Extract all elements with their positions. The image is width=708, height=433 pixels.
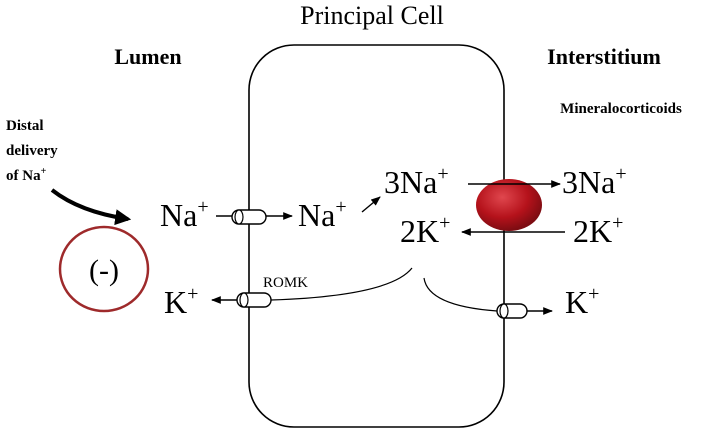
cell-membrane [248, 44, 505, 428]
negative-charge-label: (-) [89, 254, 119, 287]
distal-delivery-arrow [50, 188, 132, 226]
lumen-label: Lumen [114, 44, 181, 69]
romk-label: ROMK [263, 275, 308, 291]
na-lumen-ion: Na+ [160, 196, 209, 233]
na3-interstitium-ion: 3Na+ [562, 163, 627, 200]
na3-cell-ion: 3Na+ [384, 163, 449, 200]
k-path-to-romk [270, 267, 413, 301]
distal-delivery-line2: delivery [6, 143, 58, 159]
k-path-to-basolateral [423, 277, 498, 312]
mineralocorticoids-label: Mineralocorticoids [560, 101, 682, 117]
romk-channel-icon [236, 292, 272, 308]
k-lumen-ion: K+ [164, 283, 198, 320]
interstitium-label: Interstitium [547, 44, 661, 69]
k2-cell-ion: 2K+ [400, 212, 450, 249]
basolateral-k-channel-icon [496, 303, 528, 319]
negative-charge-circle [58, 225, 150, 313]
na-to-pump-arrow [361, 196, 381, 213]
na-k-atpase-pump [476, 179, 542, 231]
distal-delivery-line1: Distal [6, 118, 44, 134]
enac-channel-icon [231, 209, 267, 225]
diagram-title: Principal Cell [300, 1, 444, 30]
k2-interstitium-ion: 2K+ [573, 212, 623, 249]
k-interstitium-ion: K+ [565, 283, 599, 320]
distal-delivery-line3: of Na+ [6, 166, 47, 184]
na-cell-ion: Na+ [298, 196, 347, 233]
